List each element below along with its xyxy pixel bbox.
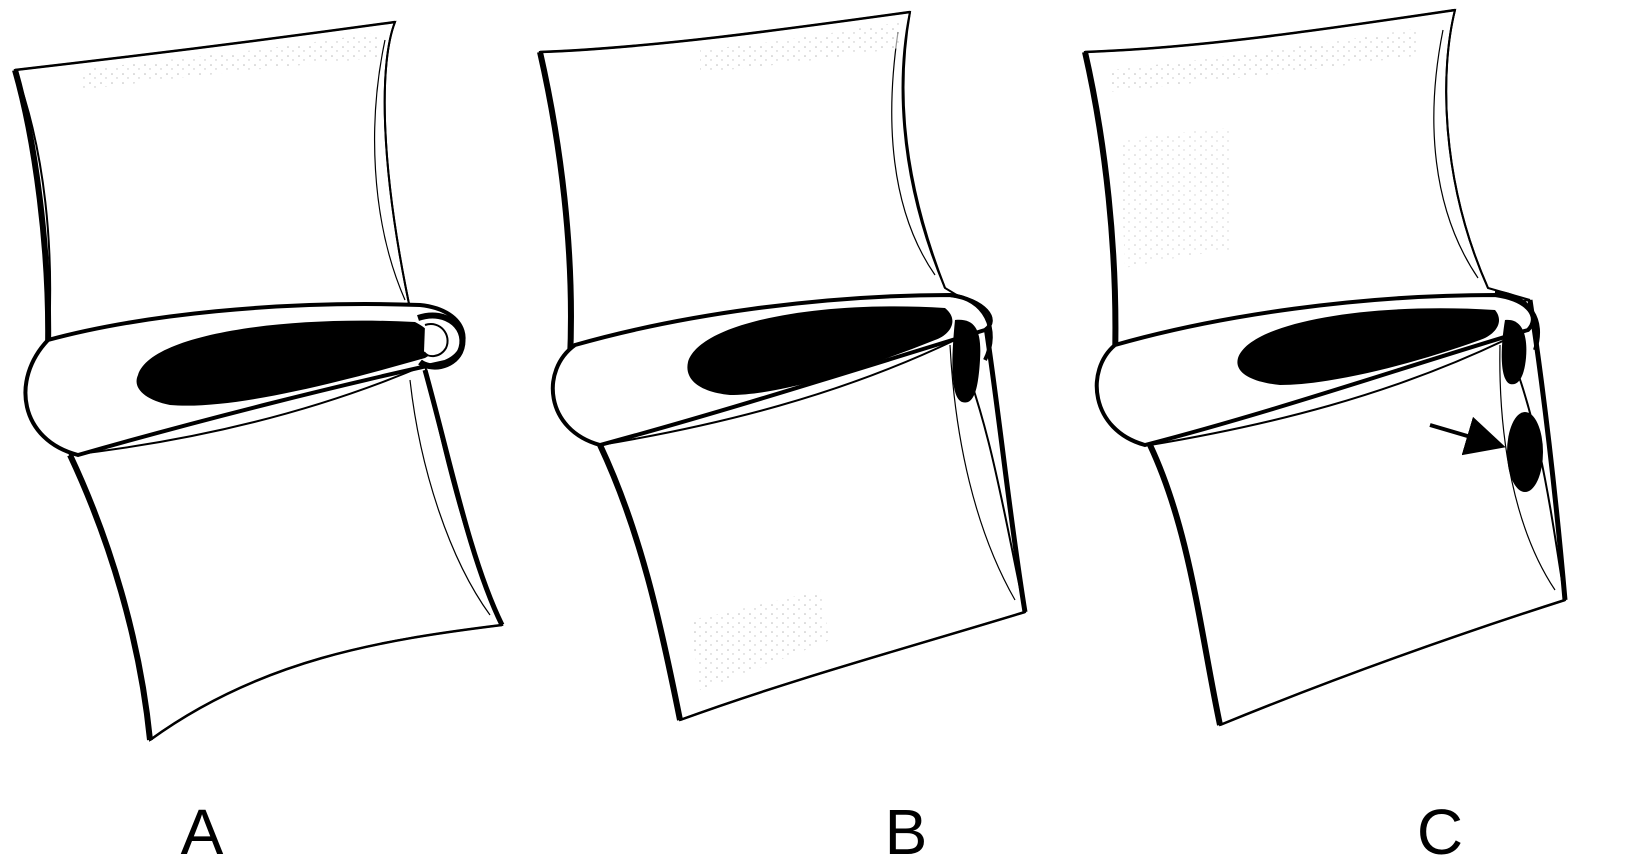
panel-c bbox=[1085, 10, 1565, 725]
panel-label-a: A bbox=[181, 800, 224, 864]
sequestered-fragment-c bbox=[1507, 412, 1543, 492]
panel-label-c: C bbox=[1417, 800, 1463, 864]
panel-label-b: B bbox=[885, 800, 928, 864]
panel-a bbox=[15, 22, 502, 740]
herniation-fragment-b bbox=[952, 320, 980, 403]
panel-b bbox=[540, 12, 1025, 720]
